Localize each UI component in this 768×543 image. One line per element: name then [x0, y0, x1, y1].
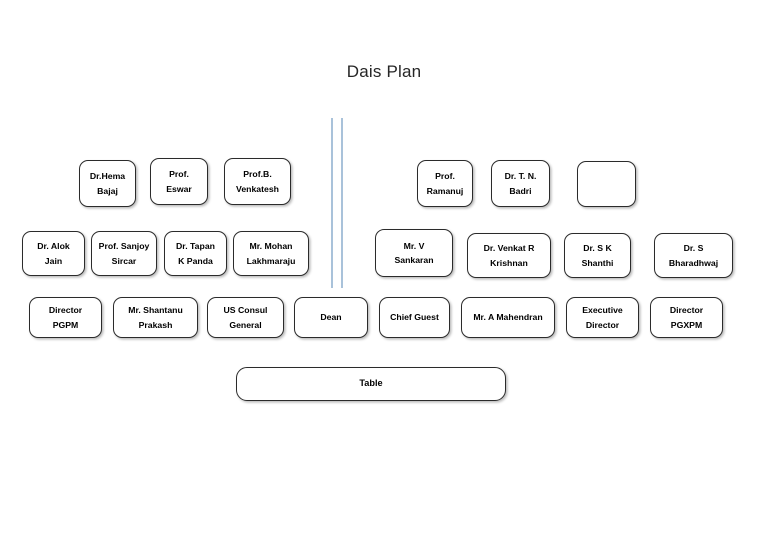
seat-box[interactable]: Mr. V Sankaran: [375, 229, 453, 277]
seat-box[interactable]: Executive Director: [566, 297, 639, 338]
seat-box[interactable]: Dr. Alok Jain: [22, 231, 85, 276]
stage-divider-line-right: [341, 118, 343, 288]
seat-box[interactable]: Director PGXPM: [650, 297, 723, 338]
stage-divider-line-left: [331, 118, 333, 288]
page-title: Dais Plan: [346, 62, 422, 81]
seat-box[interactable]: Mr. Mohan Lakhmaraju: [233, 231, 309, 276]
seat-box[interactable]: Dr. Venkat R Krishnan: [467, 233, 551, 278]
seat-box[interactable]: Dr. Tapan K Panda: [164, 231, 227, 276]
seat-box-empty[interactable]: [577, 161, 636, 207]
seat-box[interactable]: Director PGPM: [29, 297, 102, 338]
seat-box[interactable]: Chief Guest: [379, 297, 450, 338]
seat-box[interactable]: Mr. Shantanu Prakash: [113, 297, 198, 338]
seat-box[interactable]: Dr.Hema Bajaj: [79, 160, 136, 207]
table-box[interactable]: Table: [236, 367, 506, 401]
seat-box[interactable]: Prof. Sanjoy Sircar: [91, 231, 157, 276]
seat-box[interactable]: Mr. A Mahendran: [461, 297, 555, 338]
seat-box[interactable]: Dr. S K Shanthi: [564, 233, 631, 278]
seat-box[interactable]: Dr. T. N. Badri: [491, 160, 550, 207]
seat-box[interactable]: Dean: [294, 297, 368, 338]
seat-box[interactable]: US Consul General: [207, 297, 284, 338]
seat-box[interactable]: Prof. Eswar: [150, 158, 208, 205]
seat-box[interactable]: Prof. Ramanuj: [417, 160, 473, 207]
seat-box[interactable]: Dr. S Bharadhwaj: [654, 233, 733, 278]
seat-box[interactable]: Prof.B. Venkatesh: [224, 158, 291, 205]
